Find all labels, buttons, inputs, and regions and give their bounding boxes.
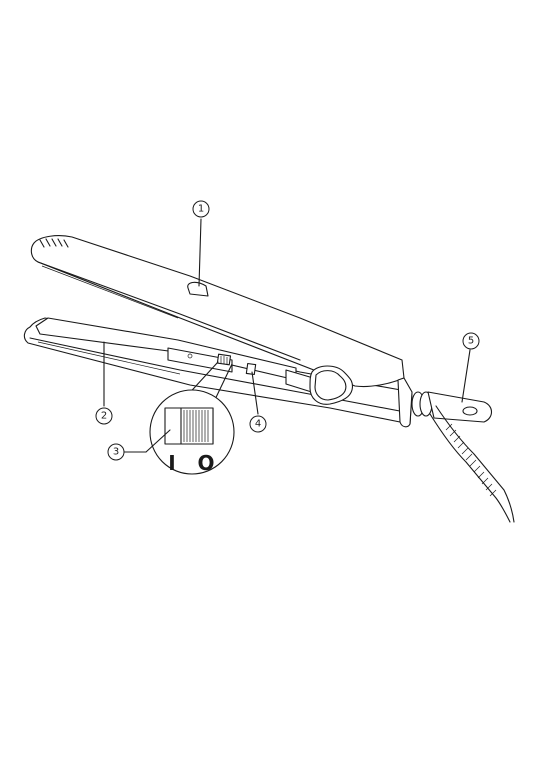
- callout-2: 2: [95, 407, 113, 425]
- switch-off-label: O: [197, 451, 214, 475]
- callout-1: 1: [192, 200, 210, 218]
- switch-magnifier: I O: [149, 361, 235, 475]
- callout-3: 3: [107, 443, 125, 461]
- svg-text:5: 5: [468, 336, 474, 347]
- hinge: [285, 365, 354, 405]
- switch-on-label: I: [168, 451, 175, 475]
- svg-text:2: 2: [101, 411, 107, 422]
- upper-arm: [30, 235, 405, 388]
- cord-strain-relief: [445, 423, 497, 497]
- svg-text:3: 3: [113, 447, 119, 458]
- svg-text:4: 4: [255, 419, 261, 430]
- cord-swivel: [397, 377, 493, 428]
- power-cord: [429, 405, 515, 523]
- leader-lines: [103, 218, 471, 453]
- callout-4: 4: [249, 415, 267, 433]
- svg-text:1: 1: [198, 204, 204, 215]
- grip-ridges: [39, 238, 69, 248]
- callout-5: 5: [462, 332, 480, 350]
